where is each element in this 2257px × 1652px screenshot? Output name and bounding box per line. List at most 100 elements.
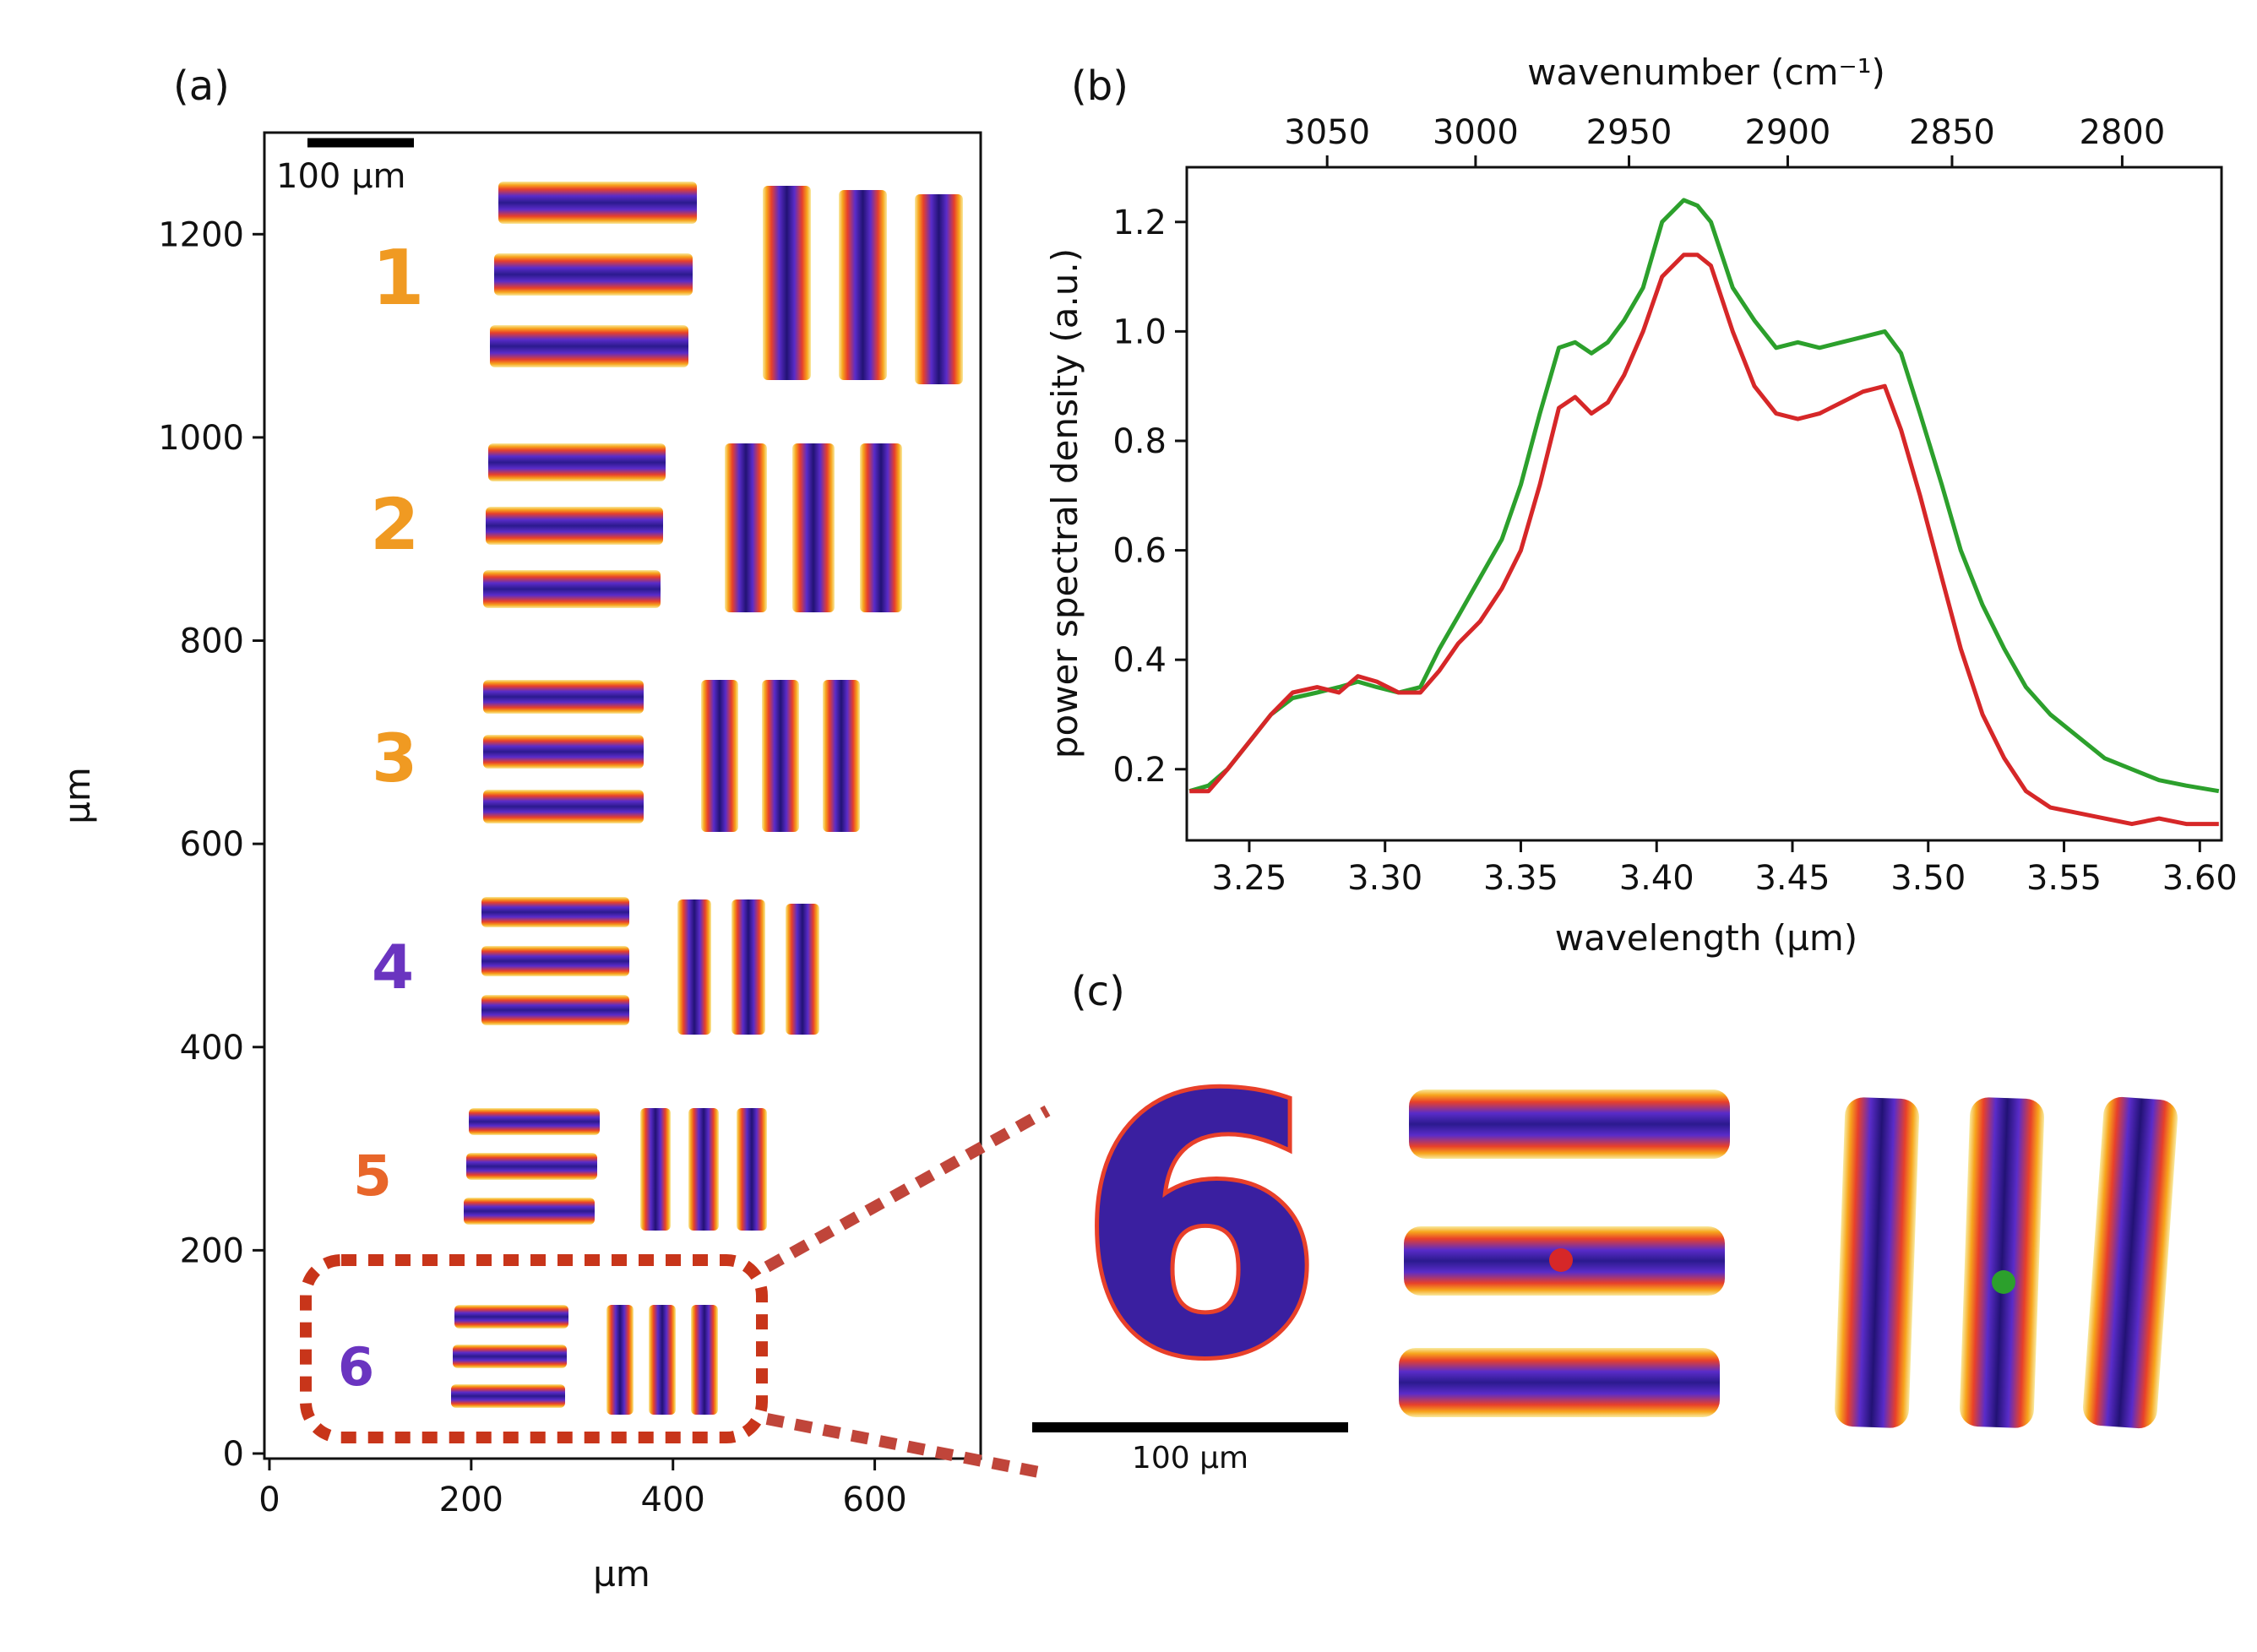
y-tick-label: 1200 [158, 215, 244, 254]
h-bar [483, 735, 644, 769]
h-bar [453, 1345, 567, 1368]
zoom-v-bar-right [2082, 1096, 2178, 1429]
panel-a-scalebar-label: 100 µm [276, 157, 405, 196]
h-bar [466, 1153, 597, 1180]
zoom-region-box [300, 1254, 768, 1443]
v-bar [762, 680, 799, 832]
v-bar [731, 899, 765, 1035]
y-tick-label: 0 [223, 1435, 244, 1474]
v-bar [915, 194, 963, 384]
x-tick-label: 3.45 [1754, 859, 1830, 898]
h-bar [488, 443, 666, 481]
target-group-1: 1 [372, 182, 963, 384]
v-bar [606, 1305, 634, 1415]
y-tick-label: 800 [180, 622, 244, 661]
v-bar [860, 443, 902, 612]
x-tick-label: 3.35 [1483, 859, 1558, 898]
top-x-tick-label: 3050 [1284, 113, 1370, 152]
top-x-tick-label: 3000 [1433, 113, 1519, 152]
green-marker-dot [1992, 1270, 2015, 1294]
v-bar [725, 443, 767, 612]
panel-b-axes-frame [1185, 166, 2223, 842]
panel-a-axes-frame [263, 131, 982, 1460]
y-tick-label: 200 [180, 1231, 244, 1270]
x-tick-label: 200 [439, 1481, 503, 1519]
y-tick-label: 600 [180, 825, 244, 864]
v-bar [640, 1108, 671, 1231]
zoom-h-bar-bottom [1399, 1348, 1720, 1417]
panel-b-xlabel: wavelength (µm) [1555, 917, 1857, 959]
y-tick-label: 0.8 [1112, 422, 1167, 461]
h-bar [469, 1108, 600, 1135]
h-bar [451, 1384, 565, 1408]
group-number-5: 5 [353, 1144, 392, 1209]
panel-b-ylabel: power spectral density (a.u.) [1044, 248, 1085, 758]
v-bar [691, 1305, 718, 1415]
top-x-tick-label: 2800 [2080, 113, 2166, 152]
top-x-tick-label: 2850 [1909, 113, 1995, 152]
y-tick-label: 0.4 [1112, 641, 1167, 680]
h-bar [464, 1198, 595, 1225]
x-tick-label: 3.50 [1890, 859, 1966, 898]
y-tick-label: 400 [180, 1029, 244, 1068]
zoom-digit-6: 6 [1077, 1023, 1324, 1436]
h-bar [498, 182, 697, 224]
top-x-tick-label: 2900 [1745, 113, 1831, 152]
h-bar [481, 897, 629, 927]
y-tick-label: 1000 [158, 419, 244, 458]
zoom-v-bar-left [1834, 1097, 1920, 1428]
zoom-v-bar-middle [1959, 1097, 2045, 1428]
target-group-4: 4 [372, 897, 819, 1035]
target-group-3: 3 [372, 680, 860, 832]
group-number-4: 4 [372, 932, 414, 1003]
h-bar [494, 253, 693, 296]
v-bar [786, 904, 819, 1035]
h-bar [490, 325, 688, 367]
panel-b-series [1188, 198, 2220, 827]
target-group-6: 6 [338, 1305, 718, 1415]
top-x-tick-label: 2950 [1586, 113, 1672, 152]
zoom-connector-top [764, 1105, 1051, 1273]
v-bar [763, 186, 811, 380]
h-bar [481, 995, 629, 1025]
x-tick-label: 3.60 [2162, 859, 2238, 898]
panel-c-scalebar-label: 100 µm [1132, 1441, 1248, 1475]
v-bar [792, 443, 835, 612]
series-line-2 [1189, 253, 2219, 827]
h-bar [486, 507, 663, 545]
v-bar [677, 899, 711, 1035]
h-bar [483, 790, 644, 823]
zoom-h-bar-top [1409, 1090, 1730, 1159]
v-bar [737, 1108, 767, 1231]
panel-a-label: (a) [173, 62, 230, 110]
group-number-2: 2 [370, 483, 419, 566]
v-bar [649, 1305, 676, 1415]
h-bar [481, 946, 629, 976]
x-tick-label: 3.55 [2026, 859, 2102, 898]
x-tick-label: 0 [258, 1481, 280, 1519]
zoom-connector-bottom [765, 1413, 1049, 1480]
target-group-2: 2 [370, 443, 902, 612]
group-number-6: 6 [338, 1336, 374, 1398]
x-tick-label: 3.30 [1347, 859, 1422, 898]
v-bar [701, 680, 738, 832]
y-tick-label: 1.2 [1112, 204, 1167, 242]
v-bar [839, 190, 887, 380]
v-bar [688, 1108, 719, 1231]
x-tick-label: 600 [842, 1481, 906, 1519]
x-tick-label: 3.40 [1619, 859, 1694, 898]
group-number-3: 3 [372, 721, 417, 797]
group-number-1: 1 [372, 234, 425, 323]
red-marker-dot [1549, 1248, 1573, 1272]
panel-b-label: (b) [1071, 62, 1128, 110]
panel-a-xlabel: µm [593, 1553, 650, 1595]
h-bar [454, 1305, 568, 1329]
v-bar [823, 680, 860, 832]
panel-c: (c) 6 100 µm [1032, 968, 2178, 1475]
y-tick-label: 0.2 [1112, 751, 1167, 790]
panel-b-top-xlabel: wavenumber (cm⁻¹) [1527, 52, 1885, 93]
y-tick-label: 1.0 [1112, 312, 1167, 351]
